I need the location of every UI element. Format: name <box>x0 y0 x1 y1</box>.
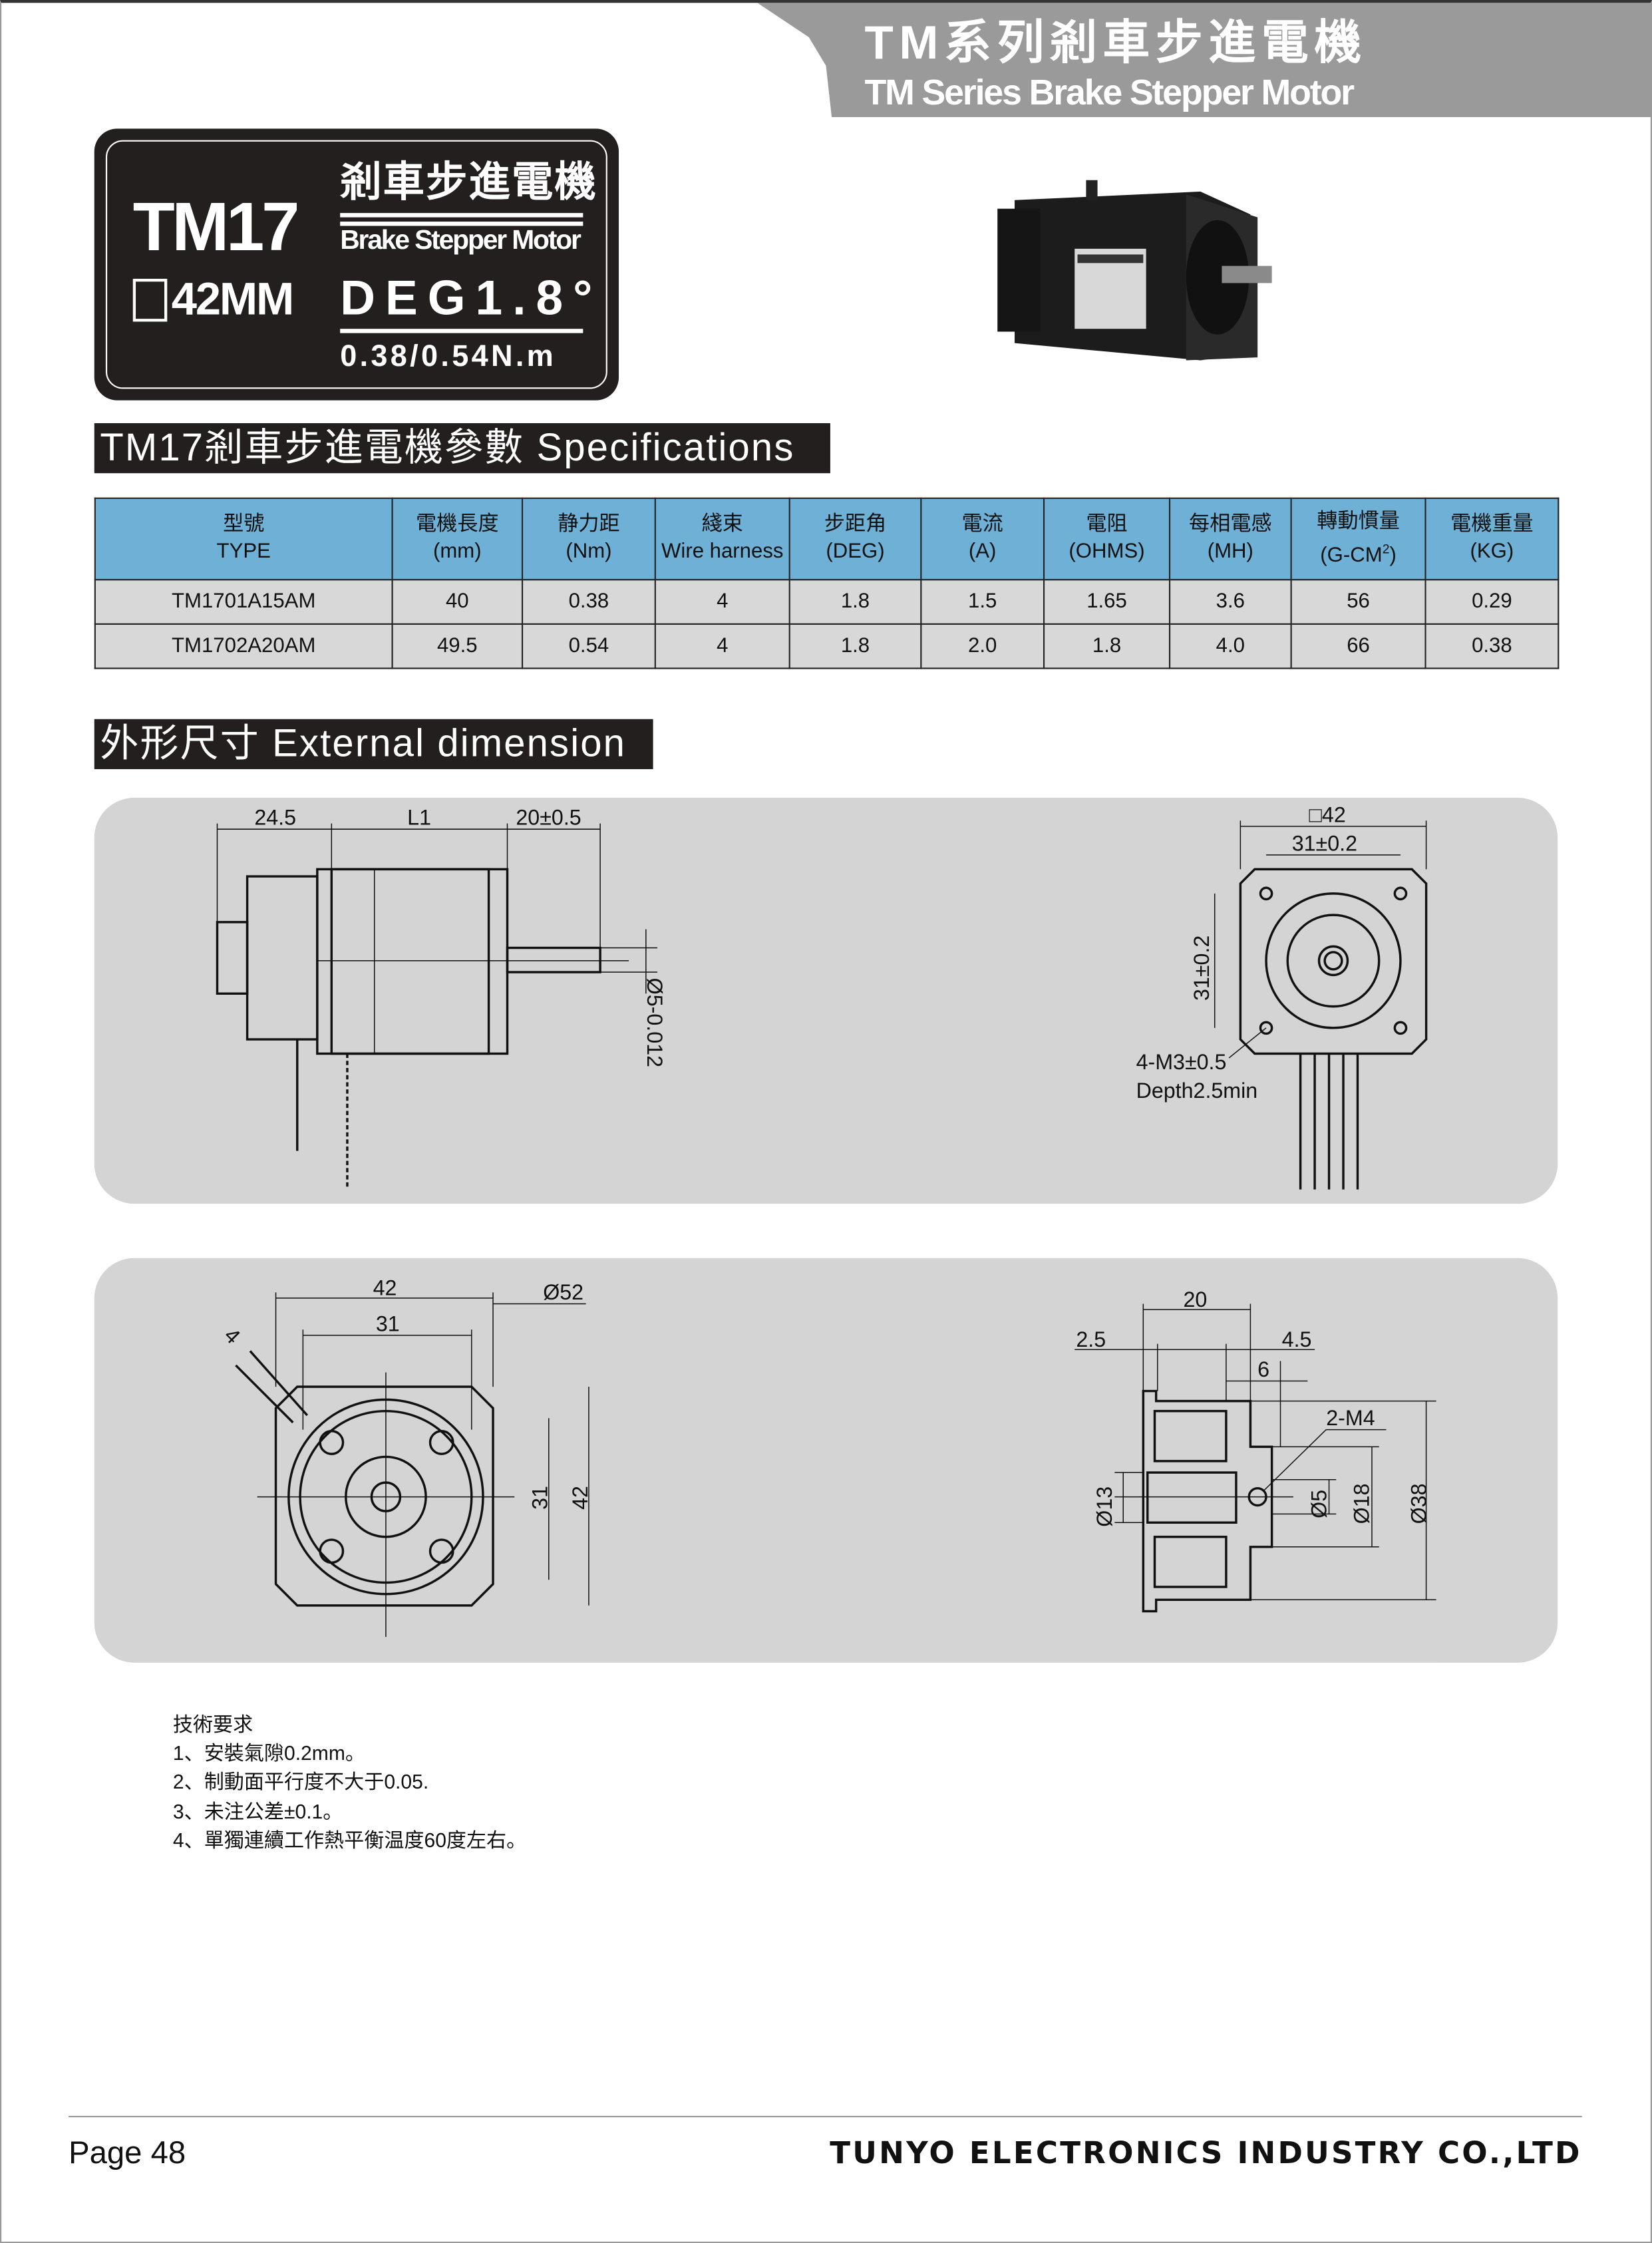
dim-length-4-5: 4.5 <box>1282 1327 1312 1351</box>
cell-type: TM1701A15AM <box>94 579 393 625</box>
dim-screw: 4-M3±0.5 <box>1136 1050 1227 1074</box>
header-title-cn: TM系列剎車步進電機 <box>864 15 1367 69</box>
dim-dia-13: Ø13 <box>1092 1486 1116 1527</box>
col-header-step-angle: 步距角(DEG) <box>788 497 922 581</box>
square-icon <box>132 277 168 321</box>
col-header-length: 電機長度(mm) <box>391 497 524 581</box>
dim-length-2-5: 2.5 <box>1076 1327 1106 1351</box>
dim-hole-vertical: 31±0.2 <box>1190 936 1214 1001</box>
badge-border <box>105 140 607 389</box>
dim-length-6: 6 <box>1257 1357 1269 1381</box>
notes-title: 技術要求 <box>172 1713 253 1736</box>
dim-dia-38: Ø38 <box>1407 1483 1431 1524</box>
dim-height-42: 42 <box>568 1486 592 1510</box>
divider <box>340 222 583 226</box>
dim-width-31: 31 <box>376 1311 400 1335</box>
dim-height-31: 31 <box>528 1486 552 1510</box>
badge-frame-size: 42MM <box>132 273 295 325</box>
cell-inductance: 3.6 <box>1168 579 1292 625</box>
motor-side-view: 24.5 L1 20±0.5 Ø5-0.012 <box>216 806 667 1190</box>
badge-step-angle: DEG1.8° <box>340 271 603 326</box>
dim-width-42: 42 <box>373 1276 397 1300</box>
dim-shaft-dia: Ø5-0.012 <box>643 978 667 1067</box>
cell-inertia: 56 <box>1290 579 1426 625</box>
dim-4: 4 <box>220 1323 245 1348</box>
header-title-en: TM Series Brake Stepper Motor <box>864 73 1355 113</box>
note-item: 3、未注公差±0.1。 <box>172 1799 343 1822</box>
cell-torque: 0.54 <box>521 623 656 669</box>
badge-torque: 0.38/0.54N.m <box>340 340 557 373</box>
badge-name-cn: 剎車步進電機 <box>340 160 597 206</box>
cell-inductance: 4.0 <box>1168 623 1292 669</box>
dim-shaft-length: 20±0.5 <box>516 806 581 830</box>
cell-current: 1.5 <box>920 579 1045 625</box>
col-header-inductance: 每相電感(MH) <box>1168 497 1292 581</box>
cell-step-angle: 1.8 <box>788 579 922 625</box>
col-header-resistance: 電阻(OHMS) <box>1043 497 1171 581</box>
dim-hole-horizontal: 31±0.2 <box>1292 831 1357 855</box>
drawing-panel-brake <box>94 1258 1558 1663</box>
dim-dia-18: Ø18 <box>1350 1483 1374 1524</box>
dim-24-5: 24.5 <box>254 806 296 830</box>
cell-length: 40 <box>391 579 524 625</box>
dim-depth: Depth2.5min <box>1136 1079 1258 1103</box>
note-item: 1、安裝氣隙0.2mm。 <box>172 1741 365 1765</box>
cell-current: 2.0 <box>920 623 1045 669</box>
badge-frame-size-text: 42MM <box>171 273 295 325</box>
table-row: TM1702A20AM 49.5 0.54 4 1.8 2.0 1.8 4.0 … <box>94 623 1560 669</box>
badge-model: TM17 <box>132 190 300 266</box>
dim-l1: L1 <box>407 806 431 830</box>
technical-notes: 技術要求 1、安裝氣隙0.2mm。 2、制動面平行度不大于0.05. 3、未注公… <box>173 1710 526 1854</box>
dim-square-42: □42 <box>1309 802 1345 826</box>
cell-inertia: 66 <box>1290 623 1426 669</box>
footer-divider <box>69 2115 1582 2118</box>
cell-length: 49.5 <box>391 623 524 669</box>
cell-wires: 4 <box>654 579 790 625</box>
cell-type: TM1702A20AM <box>94 623 393 669</box>
page-number: Page 48 <box>69 2134 186 2170</box>
cell-torque: 0.38 <box>521 579 656 625</box>
table-row: TM1701A15AM 40 0.38 4 1.8 1.5 1.65 3.6 5… <box>94 579 1560 625</box>
motor-front-view: □42 31±0.2 31±0.2 4-M3±0.5 Depth2.5min <box>1136 802 1428 1190</box>
brake-section-view: 20 2.5 4.5 6 2-M4 Ø13 Ø5 Ø18 Ø38 <box>1074 1288 1436 1613</box>
cell-step-angle: 1.8 <box>788 623 922 669</box>
model-badge: TM17 42MM 剎車步進電機 Brake Stepper Motor DEG… <box>94 128 619 401</box>
cell-resistance: 1.8 <box>1043 623 1171 669</box>
col-header-inertia: 轉動慣量(G-CM2) <box>1290 497 1426 581</box>
note-item: 2、制動面平行度不大于0.05. <box>172 1770 429 1794</box>
header-banner <box>757 3 1652 118</box>
dim-length-20: 20 <box>1183 1288 1207 1311</box>
cell-wires: 4 <box>654 623 790 669</box>
col-header-current: 電流(A) <box>920 497 1045 581</box>
dim-dia-52: Ø52 <box>543 1280 583 1304</box>
badge-name-en: Brake Stepper Motor <box>340 226 581 256</box>
cell-weight: 0.38 <box>1424 623 1560 669</box>
motor-photo <box>997 180 1272 361</box>
cell-weight: 0.29 <box>1424 579 1560 625</box>
divider <box>340 213 583 218</box>
divider <box>340 329 583 333</box>
dimension-heading: 外形尺寸 External dimension <box>94 719 653 769</box>
company-name: TUNYO ELECTRONICS INDUSTRY CO.,LTD <box>830 2136 1582 2170</box>
col-header-holding-torque: 静力距(Nm) <box>521 497 656 581</box>
note-item: 4、單獨連續工作熱平衡温度60度左右。 <box>172 1828 527 1852</box>
dim-dia-5: Ø5 <box>1307 1490 1331 1518</box>
cell-resistance: 1.65 <box>1043 579 1171 625</box>
col-header-weight: 電機重量(KG) <box>1424 497 1560 581</box>
specs-heading: TM17剎車步進電機參數 Specifications <box>94 423 830 474</box>
dim-thread-m4: 2-M4 <box>1326 1406 1375 1430</box>
brake-front-view: 42 Ø52 31 31 42 4 <box>220 1276 592 1638</box>
